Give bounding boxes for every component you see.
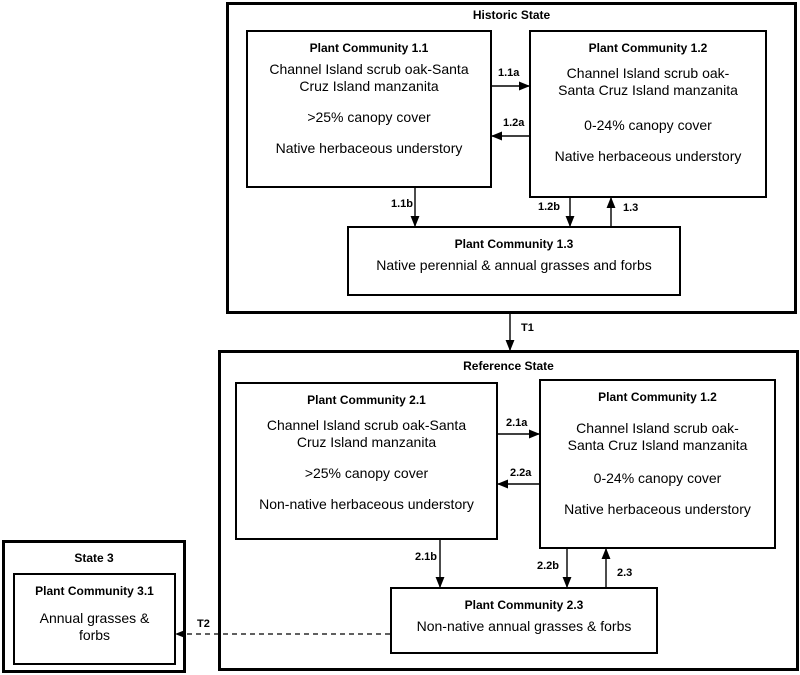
label-1-1a: 1.1a	[498, 67, 520, 79]
plant-community-2-3: Plant Community 2.3 Non-native annual gr…	[390, 587, 658, 654]
label-1-2a: 1.2a	[503, 117, 525, 129]
pc-2-3-title: Plant Community 2.3	[464, 598, 584, 612]
pc-1-3-line: Native perennial & annual grasses and fo…	[376, 257, 652, 273]
pc-1-2-line: 0-24% canopy cover	[584, 117, 712, 133]
pc-2-2-line: Channel Island scrub oak-	[576, 420, 739, 436]
label-1-1b: 1.1b	[391, 198, 414, 210]
pc-3-1-line: Annual grasses &	[39, 610, 150, 626]
pc-2-1-line: Non-native herbaceous understory	[259, 496, 474, 512]
pc-1-2-line: Channel Island scrub oak-	[566, 65, 730, 81]
pc-3-1-title: Plant Community 3.1	[35, 584, 154, 598]
label-2-1b: 2.1b	[415, 551, 438, 563]
plant-community-2-1: Plant Community 2.1 Channel Island scrub…	[235, 382, 498, 540]
label-1-3: 1.3	[623, 202, 639, 214]
pc-2-2-line: Santa Cruz Island manzanita	[567, 437, 748, 453]
pc-2-2-line: 0-24% canopy cover	[593, 470, 722, 486]
plant-community-1-3: Plant Community 1.3 Native perennial & a…	[347, 226, 681, 296]
label-2-2b: 2.2b	[537, 560, 560, 572]
label-t1: T1	[521, 322, 534, 334]
pc-1-1-line: Cruz Island manzanita	[299, 78, 439, 94]
pc-1-2-line: Santa Cruz Island manzanita	[558, 82, 738, 98]
plant-community-1-1: Plant Community 1.1 Channel Island scrub…	[246, 30, 492, 188]
pc-1-3-title: Plant Community 1.3	[454, 237, 574, 251]
pc-1-2-title: Plant Community 1.2	[588, 41, 708, 55]
pc-1-1-line: >25% canopy cover	[307, 109, 431, 125]
pc-1-1-line: Native herbaceous understory	[275, 140, 463, 156]
plant-community-2-2: Plant Community 1.2 Channel Island scrub…	[539, 379, 776, 549]
label-t2: T2	[197, 618, 210, 630]
pc-2-3-line: Non-native annual grasses & forbs	[416, 618, 632, 634]
label-2-1a: 2.1a	[506, 417, 528, 429]
pc-2-1-line: Channel Island scrub oak-Santa	[266, 417, 467, 433]
pc-2-1-title: Plant Community 2.1	[307, 393, 426, 407]
plant-community-3-1: Plant Community 3.1 Annual grasses & for…	[13, 573, 176, 665]
plant-community-1-2: Plant Community 1.2 Channel Island scrub…	[529, 30, 767, 198]
state-3-title: State 3	[74, 551, 114, 565]
label-2-2a: 2.2a	[510, 467, 532, 479]
reference-state-title: Reference State	[463, 359, 554, 373]
label-2-3: 2.3	[617, 567, 633, 579]
pc-3-1-line: forbs	[78, 627, 111, 643]
pc-2-1-line: Cruz Island manzanita	[296, 434, 437, 450]
label-1-2b: 1.2b	[538, 201, 561, 213]
pc-1-1-line: Channel Island scrub oak-Santa	[269, 61, 469, 77]
pc-2-1-line: >25% canopy cover	[304, 465, 429, 481]
pc-1-1-title: Plant Community 1.1	[309, 41, 429, 55]
pc-2-2-line: Native herbaceous understory	[564, 501, 751, 517]
pc-2-2-title: Plant Community 1.2	[598, 390, 717, 404]
historic-state-title: Historic State	[472, 8, 551, 22]
pc-1-2-line: Native herbaceous understory	[554, 148, 742, 164]
